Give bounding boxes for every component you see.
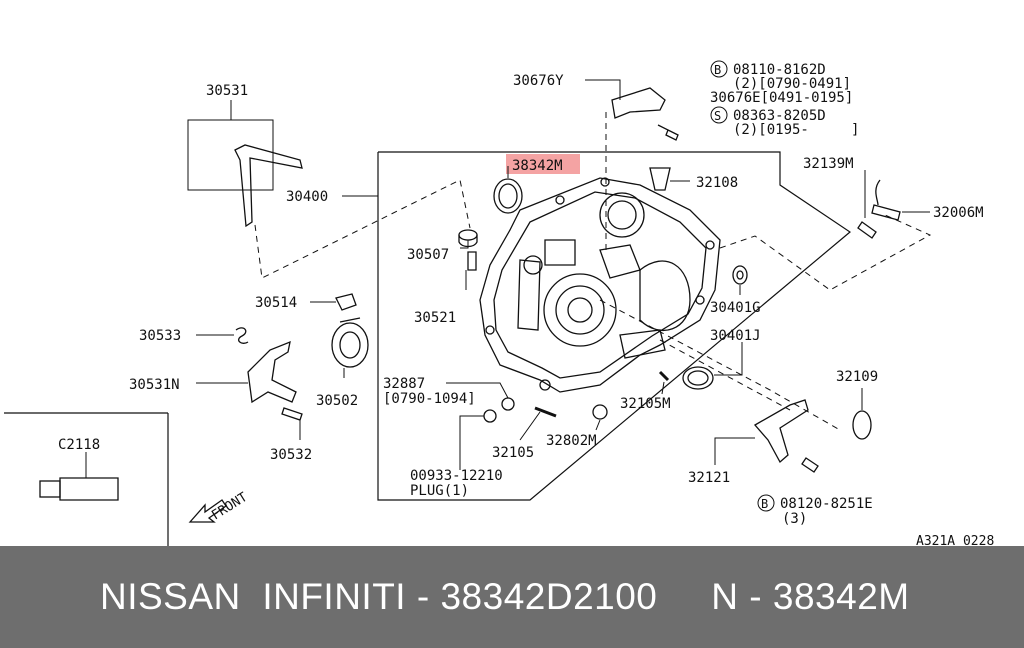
marker-b-circle-2 (757, 494, 775, 512)
marker-b-2: B (761, 497, 768, 511)
dashed-lines (254, 112, 932, 431)
label-32105m: 32105M (620, 396, 671, 412)
part-30514-shape (335, 293, 357, 311)
diagram-code: A321A 0228 (916, 534, 994, 546)
label-08363-note: (2)[0195- ] (733, 122, 859, 138)
label-30532: 30532 (270, 447, 312, 463)
label-30676y: 30676Y (513, 73, 564, 89)
label-08110-note: (2)[0790-0491] (733, 76, 851, 92)
part-30401g-shape (732, 265, 748, 285)
label-c2118: C2118 (58, 437, 100, 453)
part-32121-shape (753, 399, 809, 464)
label-08363: 08363-8205D (733, 108, 826, 124)
part-32109-shape (852, 410, 872, 440)
label-30401g: 30401G (710, 300, 761, 316)
part-32006m-shape (871, 179, 901, 221)
part-32802m-shape (592, 404, 608, 420)
part-30676y-shape (611, 87, 666, 119)
label-30531: 30531 (206, 83, 248, 99)
part-32139m-shape (857, 221, 877, 239)
label-30502: 30502 (316, 393, 358, 409)
label-32105: 32105 (492, 445, 534, 461)
label-08110: 08110-8162D (733, 62, 826, 78)
highlight-box (506, 154, 580, 174)
part-30533-shape (235, 327, 249, 344)
label-30401j: 30401J (710, 328, 761, 344)
footer-banner: NISSAN INFINITI - 38342D2100 N - 38342M (0, 546, 1024, 648)
assembly-frame (377, 151, 851, 501)
label-32121: 32121 (688, 470, 730, 486)
part-00933-shape (483, 409, 497, 423)
label-30521: 30521 (414, 310, 456, 326)
part-30532-shape (281, 407, 303, 421)
part-30401j-shape (682, 366, 714, 390)
parts-diagram: 30531 30400 30676Y 38342M 32108 30507 30… (4, 60, 994, 546)
marker-b-circle-1 (710, 60, 728, 78)
label-00933-note: PLUG(1) (410, 483, 469, 499)
label-32108: 32108 (696, 175, 738, 191)
bolt-08110-shape (657, 124, 679, 141)
label-08120-note: (3) (782, 511, 807, 527)
transaxle-housing (479, 177, 721, 393)
part-c2118-shape (39, 477, 119, 501)
label-32006m: 32006M (933, 205, 984, 221)
circled-markers: B S B (710, 60, 775, 512)
bolt-08120-shape (801, 457, 819, 473)
part-32108-shape (649, 167, 671, 191)
part-30531n-shape (247, 340, 297, 404)
label-38342m: 38342M (512, 158, 563, 174)
part-30521-shape (467, 251, 477, 271)
label-32139m: 32139M (803, 156, 854, 172)
leader-lines (85, 79, 930, 478)
label-30533: 30533 (139, 328, 181, 344)
label-30514: 30514 (255, 295, 297, 311)
part-labels: 30531 30400 30676Y 38342M 32108 30507 30… (58, 62, 994, 546)
label-08120: 08120-8251E (780, 496, 873, 512)
label-30531n: 30531N (129, 377, 180, 393)
label-32802m: 32802M (546, 433, 597, 449)
part-32887-shape (501, 397, 515, 411)
label-00933: 00933-12210 (410, 468, 503, 484)
part-30531-shape (234, 144, 303, 228)
oil-seal-38342m (493, 178, 523, 214)
label-30507: 30507 (407, 247, 449, 263)
front-label: FRONT (209, 490, 250, 524)
label-32887-range: [0790-1094] (383, 391, 476, 407)
label-30400: 30400 (286, 189, 328, 205)
part-32105-shape (534, 406, 557, 418)
label-32887: 32887 (383, 376, 425, 392)
part-32105m-shape (658, 370, 670, 382)
part-number-title: NISSAN INFINITI - 38342D2100 N - 38342M (100, 576, 910, 617)
label-30676e: 30676E[0491-0195] (710, 90, 853, 106)
label-32109: 32109 (836, 369, 878, 385)
marker-b-1: B (714, 63, 721, 77)
part-30502-shape (331, 317, 369, 368)
marker-s-circle (710, 106, 728, 124)
marker-s: S (714, 109, 721, 123)
front-arrow-icon (188, 499, 227, 523)
